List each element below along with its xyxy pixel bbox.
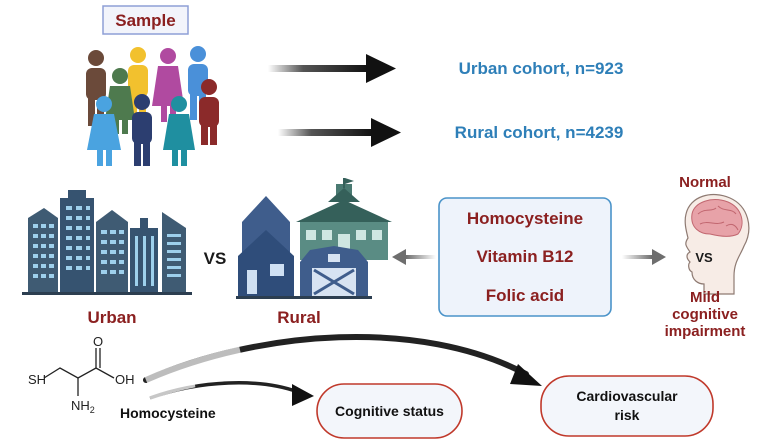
sample-label-box: Sample xyxy=(102,5,189,35)
cognitive-arrowhead xyxy=(292,384,314,406)
biomarker-folic-acid: Folic acid xyxy=(486,286,564,305)
vs-label-settings: VS xyxy=(204,249,227,268)
biomarkers-to-settings-arrow xyxy=(392,249,436,265)
molecule-name: Homocysteine xyxy=(120,405,216,421)
biomarkers-box: Homocysteine Vitamin B12 Folic acid xyxy=(438,197,612,317)
molecule-nh2: NH2 xyxy=(71,398,95,415)
molecule-oh: OH xyxy=(115,372,135,387)
cardio-line-1: Cardiovascular xyxy=(576,388,678,404)
sample-label: Sample xyxy=(115,11,175,30)
molecule-o: O xyxy=(93,334,103,349)
rural-buildings-icon xyxy=(236,178,392,299)
cognitive-status-label: Cognitive status xyxy=(335,403,444,419)
cardio-arrowhead xyxy=(510,364,542,386)
biomarker-vitamin-b12: Vitamin B12 xyxy=(476,247,573,266)
vs-label-cognition: VS xyxy=(695,250,713,265)
biomarker-homocysteine: Homocysteine xyxy=(467,209,583,228)
biomarkers-to-cognition-arrow xyxy=(622,249,666,265)
impairment-line-3: impairment xyxy=(665,323,746,340)
urban-label: Urban xyxy=(87,308,136,327)
urban-cohort-arrow xyxy=(268,54,396,83)
normal-label: Normal xyxy=(679,174,731,191)
brain-head-icon xyxy=(684,193,750,295)
cardio-line-2: risk xyxy=(615,407,640,423)
rural-cohort-label: Rural cohort, n=4239 xyxy=(455,123,624,142)
rural-cohort-arrow xyxy=(278,118,401,147)
people-group-icon xyxy=(86,46,219,166)
urban-city-icon xyxy=(22,190,192,295)
homocysteine-structure xyxy=(43,348,115,396)
urban-cohort-label: Urban cohort, n=923 xyxy=(459,59,624,78)
molecule-sh: SH xyxy=(28,372,46,387)
cognitive-status-box: Cognitive status xyxy=(316,383,463,439)
impairment-line-1: Mild xyxy=(690,289,720,306)
cardiovascular-risk-box: Cardiovascular risk xyxy=(540,375,714,437)
impairment-line-2: cognitive xyxy=(672,306,738,323)
rural-label: Rural xyxy=(277,308,320,327)
